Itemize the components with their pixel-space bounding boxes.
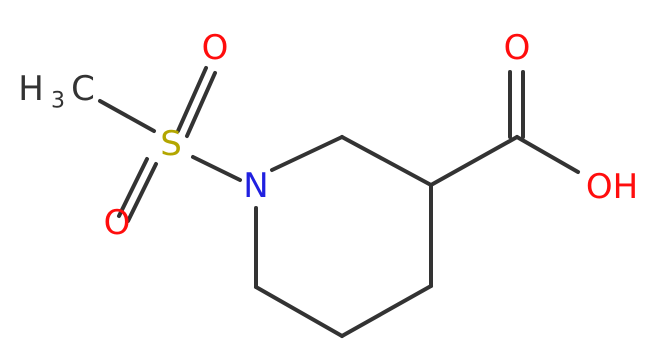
bonds <box>98 66 580 338</box>
hydroxyl-label: OH <box>586 167 638 207</box>
bond-carboxyl-hydroxyl <box>515 135 580 174</box>
carbonyl-oxygen-label: O <box>504 28 531 68</box>
bond-nitrogen-c2 <box>270 135 344 172</box>
atom-labels: H 3 C S O O N O OH <box>18 28 638 243</box>
bond-sulfur-oxygen-top-a <box>176 66 208 133</box>
methyl-c-label: C <box>71 69 95 109</box>
sulfonyl-oxygen-bottom-label: O <box>104 203 131 243</box>
bond-sulfur-oxygen-bottom-a <box>117 157 149 218</box>
bond-methyl-sulfur <box>98 99 156 133</box>
sulfur-label: S <box>160 124 182 164</box>
bond-sulfur-nitrogen <box>191 155 242 182</box>
methyl-subscript-label: 3 <box>51 89 65 114</box>
bond-c4-c5 <box>340 284 433 338</box>
bond-sulfur-oxygen-bottom-b <box>126 162 158 223</box>
nitrogen-label: N <box>243 166 268 206</box>
bond-sulfur-oxygen-top-b <box>185 71 217 138</box>
methyl-h-label: H <box>18 69 44 109</box>
sulfonyl-oxygen-top-label: O <box>202 28 229 68</box>
bond-c5-c6 <box>254 285 344 338</box>
bond-c3-carboxyl-carbon <box>429 135 519 187</box>
bond-c2-c3 <box>340 135 433 187</box>
